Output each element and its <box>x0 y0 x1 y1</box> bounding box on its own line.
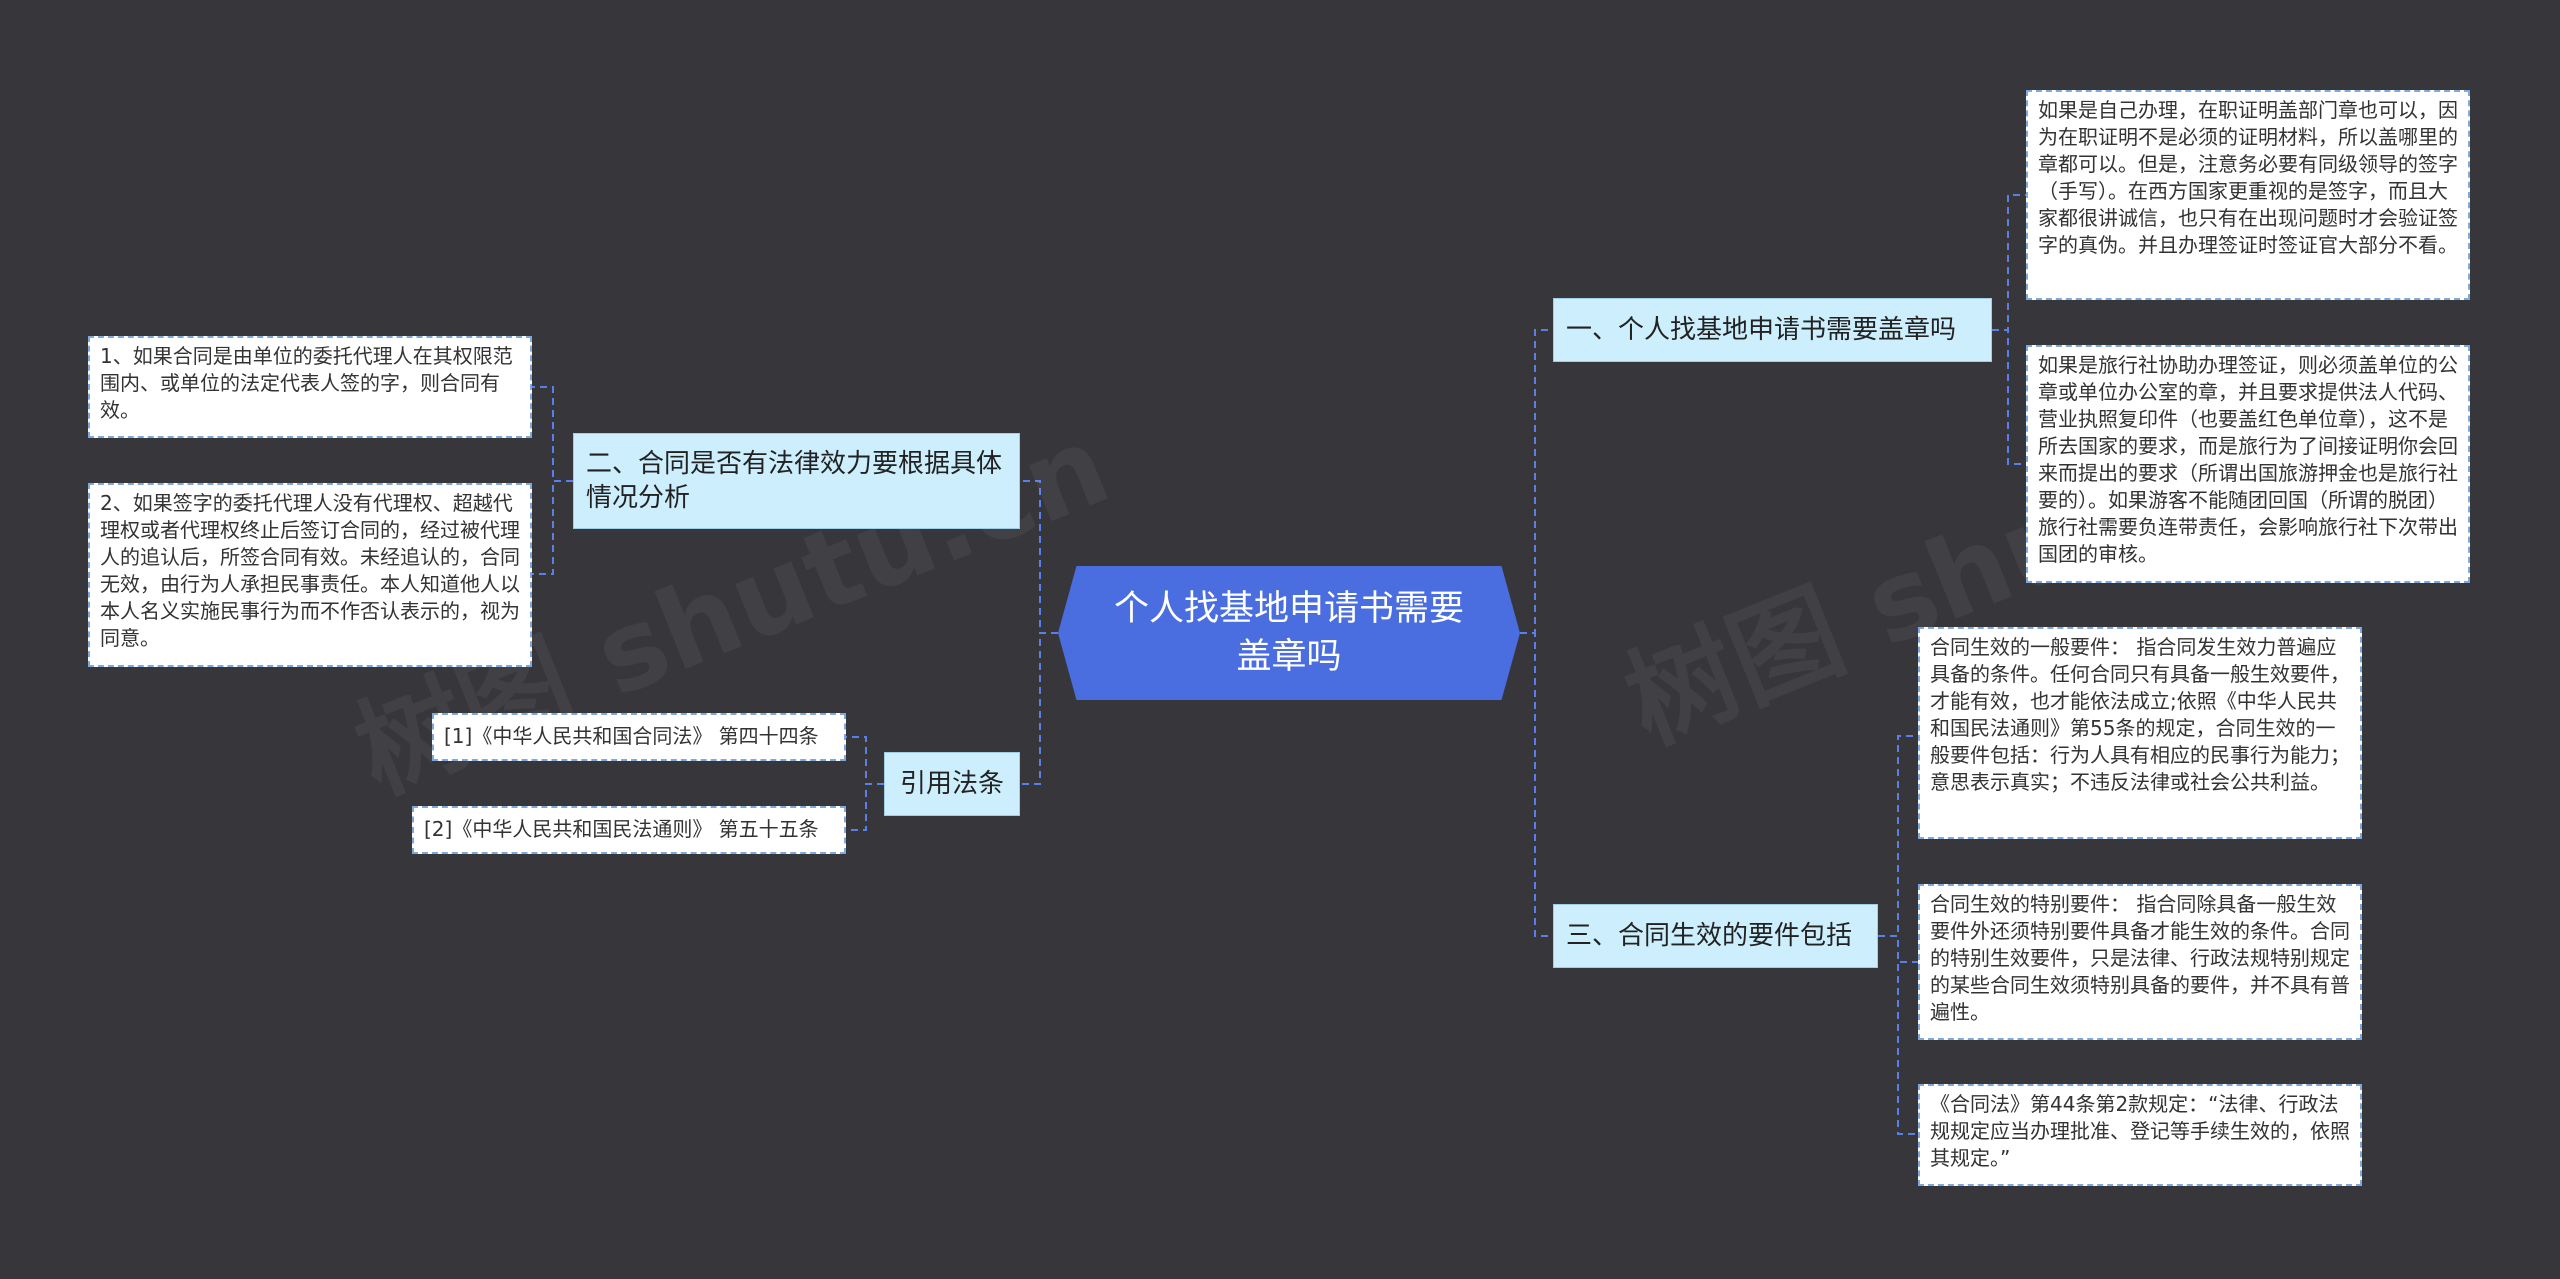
leaf-text: 合同生效的一般要件： 指合同发生效力普遍应具备的条件。任何合同只有具备一般生效要… <box>1930 635 2350 794</box>
leaf-node-b1-2[interactable]: 如果是旅行社协助办理签证，则必须盖单位的公章或单位办公室的章，并且要求提供法人代… <box>2026 345 2470 583</box>
branch-node-b1[interactable]: 一、个人找基地申请书需要盖章吗 <box>1553 298 1992 362</box>
leaf-text: 1、如果合同是由单位的委托代理人在其权限范围内、或单位的法定代表人签的字，则合同… <box>100 344 513 422</box>
leaf-text: 《合同法》第44条第2款规定：“法律、行政法规规定应当办理批准、登记等手续生效的… <box>1930 1092 2350 1170</box>
connector-b1-leaf1 <box>1992 194 2026 331</box>
branch-node-b3[interactable]: 引用法条 <box>884 752 1020 816</box>
leaf-node-b4-3[interactable]: 《合同法》第44条第2款规定：“法律、行政法规规定应当办理批准、登记等手续生效的… <box>1918 1084 2362 1186</box>
leaf-text: [2]《中华人民共和国民法通则》 第五十五条 <box>424 817 819 841</box>
leaf-node-b4-1[interactable]: 合同生效的一般要件： 指合同发生效力普遍应具备的条件。任何合同只有具备一般生效要… <box>1918 627 2362 839</box>
root-node[interactable]: 个人找基地申请书需要盖章吗 <box>1058 566 1520 700</box>
connector-b3-leaf2 <box>846 783 884 831</box>
leaf-text: [1]《中华人民共和国合同法》 第四十四条 <box>444 724 819 748</box>
connector-b1-leaf2 <box>1992 329 2026 465</box>
branch-label: 二、合同是否有法律效力要根据具体情况分析 <box>586 449 1003 513</box>
branch-node-b4[interactable]: 三、合同生效的要件包括 <box>1553 904 1878 968</box>
root-title: 个人找基地申请书需要盖章吗 <box>1113 589 1464 677</box>
connector-root-b2 <box>1020 480 1058 634</box>
leaf-node-b2-2[interactable]: 2、如果签字的委托代理人没有代理权、超越代理权或者代理权终止后签订合同的，经过被… <box>88 483 532 667</box>
leaf-text: 如果是自己办理，在职证明盖部门章也可以，因为在职证明不是必须的证明材料，所以盖哪… <box>2038 98 2458 257</box>
leaf-text: 合同生效的特别要件： 指合同除具备一般生效要件外还须特别要件具备才能生效的条件。… <box>1930 892 2350 1024</box>
connector-b2-leaf2 <box>532 480 573 575</box>
connector-root-b4 <box>1520 632 1553 937</box>
leaf-node-b1-1[interactable]: 如果是自己办理，在职证明盖部门章也可以，因为在职证明不是必须的证明材料，所以盖哪… <box>2026 90 2470 300</box>
branch-node-b2[interactable]: 二、合同是否有法律效力要根据具体情况分析 <box>573 433 1020 529</box>
leaf-text: 如果是旅行社协助办理签证，则必须盖单位的公章或单位办公室的章，并且要求提供法人代… <box>2038 353 2458 566</box>
connector-root-b3 <box>1020 632 1058 785</box>
connector-b3-leaf1 <box>846 736 884 785</box>
connector-b4-leaf1 <box>1878 735 1918 937</box>
branch-label: 一、个人找基地申请书需要盖章吗 <box>1566 315 1957 345</box>
connector-b2-leaf1 <box>532 386 573 482</box>
leaf-node-b2-1[interactable]: 1、如果合同是由单位的委托代理人在其权限范围内、或单位的法定代表人签的字，则合同… <box>88 336 532 438</box>
leaf-text: 2、如果签字的委托代理人没有代理权、超越代理权或者代理权终止后签订合同的，经过被… <box>100 491 520 650</box>
branch-label: 三、合同生效的要件包括 <box>1566 921 1853 951</box>
branch-label: 引用法条 <box>899 769 1004 799</box>
leaf-node-b4-2[interactable]: 合同生效的特别要件： 指合同除具备一般生效要件外还须特别要件具备才能生效的条件。… <box>1918 884 2362 1040</box>
cite-node-b3-1[interactable]: [1]《中华人民共和国合同法》 第四十四条 <box>432 713 846 761</box>
connector-root-b1 <box>1520 329 1553 634</box>
connector-b4-leaf3 <box>1878 935 1918 1135</box>
cite-node-b3-2[interactable]: [2]《中华人民共和国民法通则》 第五十五条 <box>412 806 846 854</box>
